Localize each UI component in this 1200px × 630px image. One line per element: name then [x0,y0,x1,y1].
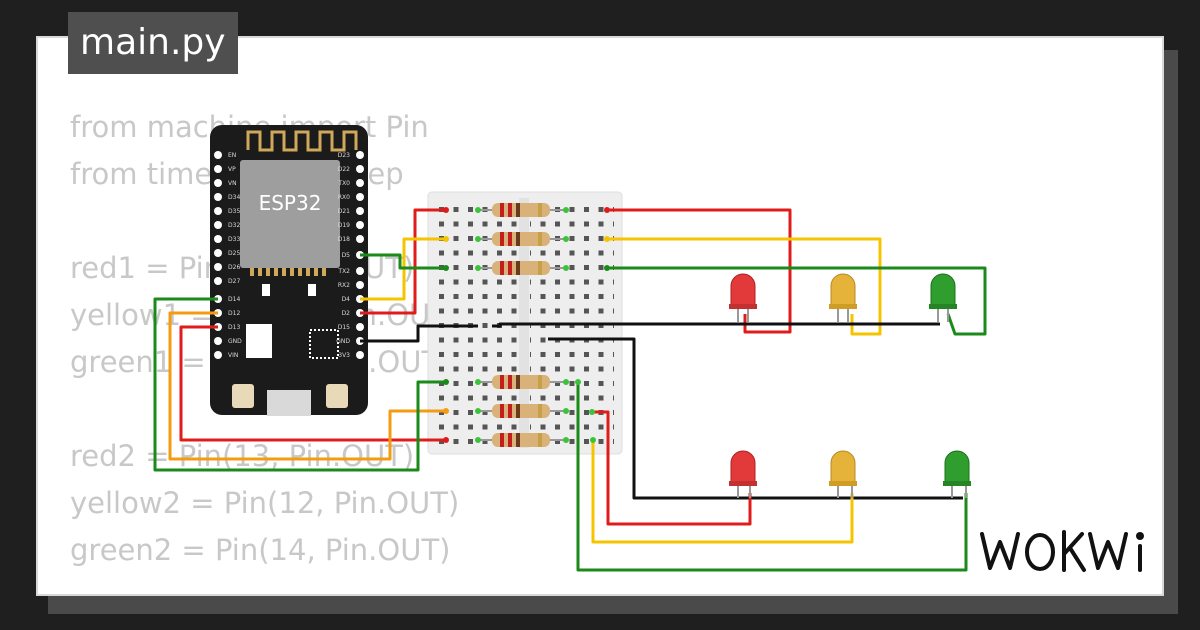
pin-label: GND [228,338,242,345]
pin-label: D33 [228,236,240,243]
wire-green1[interactable] [360,253,446,270]
pin-labels: EN VP VN D34 D35 D32 D33 D25 D26 D27 D14… [228,152,350,359]
wire-green2[interactable] [153,297,446,472]
wire-gnd-row2[interactable] [548,337,963,500]
pin-label: GND [336,338,350,345]
pin-label: TX2 [337,268,350,275]
connection-dots [443,207,610,443]
pin-label: D13 [228,324,240,331]
pin-label: D18 [338,236,350,243]
code-line: red2 = Pin(13, Pin.OUT) [70,439,415,473]
antenna-trace [246,130,358,152]
en-button[interactable] [232,384,254,408]
pin-label: D12 [228,310,240,317]
wires [153,208,987,572]
led-green2[interactable] [943,450,971,498]
pin-label: D21 [338,208,350,215]
pin-label: D25 [228,250,240,257]
pin-label: D19 [338,222,350,229]
pin-label: D22 [338,166,350,173]
pin-label: D26 [228,264,240,271]
resistor-4[interactable] [478,375,566,389]
header-pins [214,151,364,359]
resistor-6[interactable] [478,433,566,447]
wire-red2-led[interactable] [592,410,752,526]
voltage-regulator [246,324,272,358]
pin-label: D5 [342,252,351,259]
code-line: yellow2 = Pin(12, Pin.OUT) [70,486,460,520]
wire-yellow2[interactable] [168,311,446,461]
pin-label: RX0 [338,194,350,201]
wire-red2[interactable] [179,325,446,442]
pin-label: RX2 [338,282,350,289]
wire-gnd[interactable] [360,324,478,343]
esp32-module [240,160,340,268]
boot-button[interactable] [326,384,348,408]
resistor-1[interactable] [478,203,566,217]
smd-component [308,284,316,296]
pin-label: 3V3 [338,352,350,359]
wire-red1[interactable] [360,208,446,315]
code-line: green2 = Pin(14, Pin.OUT) [70,533,451,567]
pin-label: D32 [228,222,240,229]
pin-label: D35 [228,208,240,215]
pin-label: EN [228,152,236,159]
usb-port [267,390,311,416]
resistors [478,203,566,447]
pin-label: D23 [338,152,350,159]
leds [729,273,971,498]
led-yellow2[interactable] [829,450,857,498]
pin-label: VP [228,166,236,173]
esp32-board[interactable]: ESP32 EN VP VN D34 D35 D32 D33 D25 D26 D… [210,125,368,416]
pin-label: VIN [228,352,238,359]
resistor-5[interactable] [478,404,566,418]
pin-label: D34 [228,194,240,201]
smd-component [262,284,270,296]
led-green1[interactable] [929,273,957,322]
pin-label: TX0 [337,180,350,187]
wire-green2-led[interactable] [576,382,968,572]
wire-yellow2-led[interactable] [591,440,854,544]
led-red1[interactable] [729,273,757,322]
resistor-2[interactable] [478,232,566,246]
led-red2[interactable] [729,450,757,498]
led-yellow1[interactable] [829,273,857,322]
pin-label: D15 [338,324,350,331]
wokwi-logo [980,530,1144,572]
usb-uart-chip [309,329,339,359]
wire-yellow1-led[interactable] [607,237,882,336]
pin-label: D14 [228,296,240,303]
pin-label: D2 [342,310,351,317]
pin-label: VN [228,180,237,187]
pin-label: D4 [342,296,351,303]
file-tab[interactable]: main.py [68,12,238,74]
pin-label: D27 [228,278,240,285]
resistor-3[interactable] [478,261,566,275]
wire-green1-led[interactable] [607,266,987,336]
module-pads [250,268,326,276]
wire-red1-led[interactable] [607,208,792,334]
chip-label: ESP32 [259,191,322,215]
wire-gnd-row1[interactable] [492,322,940,328]
